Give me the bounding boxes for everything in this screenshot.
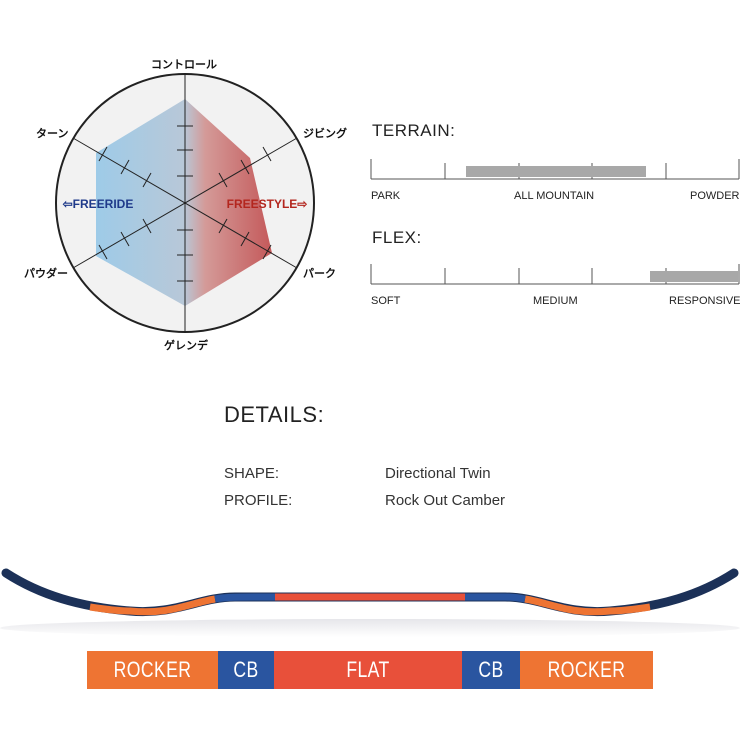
radar-axis-diag-2	[72, 137, 298, 269]
riding-style-radar: ⇦FREERIDE FREESTYLE⇨	[55, 73, 315, 333]
flex-range-bar	[650, 271, 738, 282]
terrain-label-powder: POWDER	[690, 190, 740, 202]
board-rocker-right	[524, 595, 651, 616]
zone-camber-left: CB	[218, 651, 274, 689]
zone-rocker-right-label: ROCKER	[547, 657, 626, 682]
terrain-scale	[370, 159, 740, 180]
profile-key: PROFILE:	[224, 492, 293, 509]
flex-title: FLEX:	[372, 228, 422, 247]
terrain-title: TERRAIN:	[372, 121, 456, 140]
zone-rocker-right: ROCKER	[520, 651, 653, 689]
zone-camber-right-label: CB	[478, 657, 504, 682]
board-profile-illustration	[0, 568, 740, 637]
board-outline	[1, 568, 739, 617]
flex-scale	[370, 264, 740, 285]
zone-flat-label: FLAT	[346, 657, 390, 682]
radar-label-turn: ターン	[36, 127, 69, 140]
board-camber-left	[214, 593, 276, 603]
terrain-label-all-mountain: ALL MOUNTAIN	[514, 190, 595, 202]
radar-ticks	[98, 125, 272, 282]
zone-camber-right: CB	[462, 651, 520, 689]
zone-camber-left-label: CB	[233, 657, 259, 682]
flex-label-responsive: RESPONSIVE	[669, 295, 740, 307]
radar-label-jibbing: ジビング	[303, 127, 347, 140]
terrain-label-park: PARK	[371, 190, 401, 202]
zone-rocker-left-label: ROCKER	[113, 657, 192, 682]
zone-flat: FLAT	[274, 651, 462, 689]
profile-value: Rock Out Camber	[385, 492, 506, 509]
zone-rocker-left: ROCKER	[87, 651, 218, 689]
profile-zone-bar: ROCKER CB FLAT CB ROCKER	[87, 651, 653, 689]
shape-value: Directional Twin	[385, 465, 491, 482]
radar-label-groomer: ゲレンデ	[164, 339, 208, 352]
freestyle-label: FREESTYLE⇨	[227, 197, 308, 211]
flex-label-soft: SOFT	[371, 295, 401, 307]
flex-label-medium: MEDIUM	[533, 295, 578, 307]
radar-label-control: コントロール	[151, 58, 217, 71]
board-rocker-left	[89, 595, 216, 616]
board-shadow	[0, 619, 740, 637]
freeride-label: ⇦FREERIDE	[62, 197, 134, 211]
details-title: DETAILS:	[224, 402, 325, 427]
radar-label-powder: パウダー	[24, 267, 68, 280]
radar-label-park: パーク	[303, 267, 336, 280]
shape-key: SHAPE:	[224, 465, 280, 482]
board-camber-right	[465, 593, 526, 603]
terrain-range-bar	[466, 166, 646, 177]
